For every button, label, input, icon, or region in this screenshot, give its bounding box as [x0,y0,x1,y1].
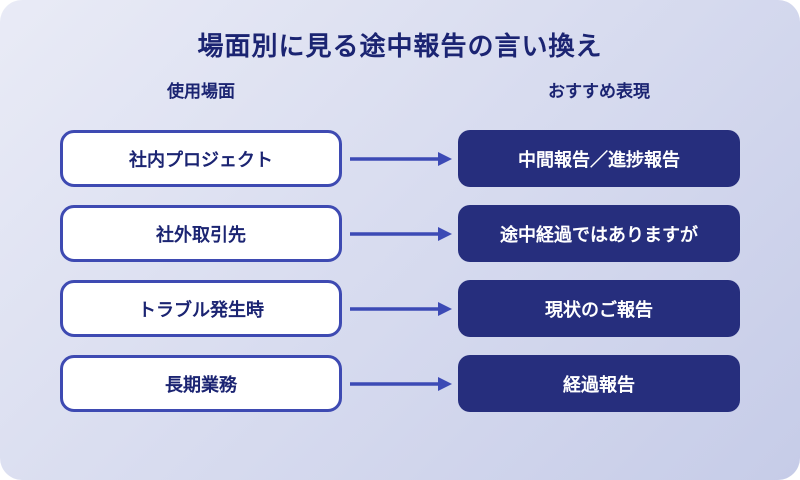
arrow-right-icon [342,355,458,412]
scene-box: 社外取引先 [60,205,342,262]
mapping-row: 社外取引先 途中経過ではありますが [60,205,740,262]
page-title: 場面別に見る途中報告の言い換え [197,31,603,61]
expression-box: 現状のご報告 [458,280,740,337]
scene-box: 社内プロジェクト [60,130,342,187]
expression-box: 経過報告 [458,355,740,412]
arrow-right-icon [350,376,452,391]
arrow-right-icon [350,301,452,316]
mapping-row: 長期業務 経過報告 [60,355,740,412]
column-header-expression: おすすめ表現 [548,82,650,101]
mapping-row: 社内プロジェクト 中間報告／進捗報告 [60,130,740,187]
expression-box: 途中経過ではありますが [458,205,740,262]
arrow-right-icon [342,205,458,262]
arrow-right-icon [342,130,458,187]
mapping-row: トラブル発生時 現状のご報告 [60,280,740,337]
scene-box: トラブル発生時 [60,280,342,337]
arrow-right-icon [342,280,458,337]
expression-box: 中間報告／進捗報告 [458,130,740,187]
column-header-scene: 使用場面 [167,82,235,101]
arrow-right-icon [350,151,452,166]
arrow-right-icon [350,226,452,241]
scene-box: 長期業務 [60,355,342,412]
